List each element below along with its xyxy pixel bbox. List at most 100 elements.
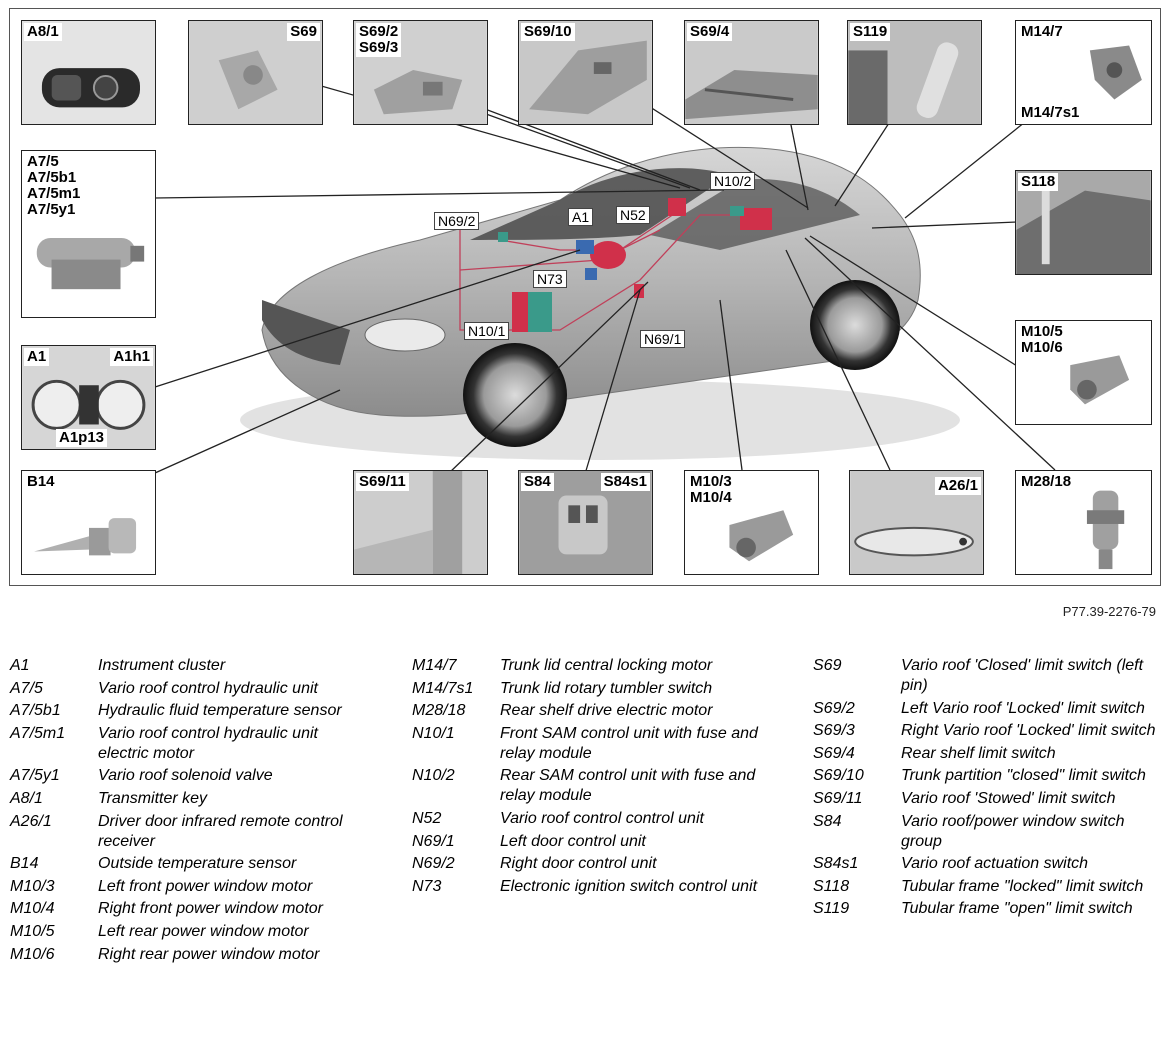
car-label-n73: N73 [533, 270, 567, 288]
callout-label: S69/10 [521, 23, 575, 41]
car-headlight [364, 318, 446, 352]
reference-code: P77.39-2276-79 [1062, 604, 1156, 619]
legend-code: S69/2 [813, 699, 855, 717]
legend-description: Trunk lid rotary tumbler switch [500, 679, 713, 697]
legend-description: Vario roof solenoid valve [98, 767, 273, 785]
callout-label: B14 [24, 473, 58, 491]
callout-label: A1 [24, 348, 50, 366]
legend-description: Hydraulic fluid temperature sensor [98, 702, 342, 720]
legend-code: N52 [412, 809, 442, 827]
callout-s69-10: S69/10 [518, 20, 653, 125]
legend-code: B14 [10, 855, 39, 873]
legend-code: M14/7 [412, 657, 457, 674]
legend-code: S119 [813, 900, 850, 918]
legend-code: S118 [813, 877, 850, 895]
callout-s69-2-s69-3: S69/2 S69/3 [353, 20, 488, 125]
module-n52 [668, 198, 686, 216]
callout-label: S69/2 S69/3 [356, 23, 402, 57]
legend-description: Vario roof 'Closed' limit switch (left p… [901, 657, 1144, 694]
legend-code: A26/1 [10, 812, 52, 830]
legend-code: M28/18 [412, 702, 466, 720]
callout-s119: S119 [847, 20, 982, 125]
legend-description: Right door control unit [500, 855, 657, 873]
legend-description: Vario roof 'Stowed' limit switch [901, 789, 1116, 807]
callout-label: A8/1 [24, 23, 62, 41]
legend-code: S84 [813, 812, 842, 830]
callout-label-secondary: A1h1 [110, 348, 153, 366]
legend-code: N73 [412, 877, 442, 895]
callout-s84: S84 S84s1 [518, 470, 653, 575]
callout-m10-3-m10-4: M10/3 M10/4 [684, 470, 819, 575]
front-wheel [463, 343, 567, 447]
callout-s69-4: S69/4 [684, 20, 819, 125]
module-a1-blue [576, 240, 594, 254]
callout-a7-5: A7/5 A7/5b1 A7/5m1 A7/5y1 [21, 150, 156, 318]
callout-label: S69 [287, 23, 320, 41]
legend-row: A7/5y1 Vario roof solenoid valve [10, 766, 365, 786]
legend-code: N10/1 [412, 724, 455, 742]
legend-row: S84s1 Vario roof actuation switch [813, 854, 1168, 874]
legend-description: Vario roof actuation switch [901, 855, 1089, 873]
hydraulic-unit-icon [36, 237, 145, 290]
callout-label-secondary: M14/7s1 [1018, 104, 1083, 122]
legend-code: M10/6 [10, 945, 55, 963]
callout-m14-7: M14/7 M14/7s1 [1015, 20, 1152, 125]
callout-m10-5-m10-6: M10/5 M10/6 [1015, 320, 1152, 425]
legend-code: A7/5 [10, 679, 43, 697]
car-label-n69-2: N69/2 [434, 212, 480, 230]
legend-description: Vario roof control hydraulic unit electr… [98, 724, 318, 762]
legend-code: M10/5 [10, 922, 55, 940]
legend-description: Electronic ignition switch control unit [500, 877, 758, 895]
callout-label: S118 [1018, 173, 1059, 191]
legend-description: Left rear power window motor [98, 922, 309, 940]
temperature-sensor-icon [34, 518, 137, 556]
car-label-n10-1: N10/1 [464, 322, 510, 340]
callout-label: S84 [521, 473, 554, 491]
rear-wheel [810, 280, 900, 370]
legend-row: S69/2 Left Vario roof 'Locked' limit swit… [813, 699, 1168, 719]
module-n69-2 [498, 232, 508, 242]
module-n73 [585, 268, 597, 280]
callout-s69-11: S69/11 [353, 470, 488, 575]
module-a1 [590, 241, 626, 269]
callout-s69: S69 [188, 20, 323, 125]
legend-code: A1 [10, 657, 30, 674]
legend-description: Trunk partition "closed" limit switch [901, 767, 1146, 785]
window-motor-icon [1070, 355, 1130, 405]
callout-label: S119 [850, 23, 891, 41]
legend-description: Right Vario roof 'Locked' limit switch [901, 722, 1156, 740]
legend-description: Front SAM control unit with fuse and rel… [500, 724, 758, 762]
legend-row: A1 Instrument cluster [10, 656, 365, 676]
legend-description: Right front power window motor [98, 900, 323, 918]
legend-row: N52 Vario roof control control unit [412, 809, 777, 829]
car-label-n69-1: N69/1 [640, 330, 686, 348]
door-handle-icon [850, 471, 983, 574]
legend-code: A7/5y1 [10, 767, 60, 785]
legend-description: Left Vario roof 'Locked' limit switch [901, 699, 1145, 717]
legend-description: Vario roof control hydraulic unit [98, 679, 318, 697]
legend-description: Vario roof control control unit [500, 809, 704, 827]
transmitter-key-icon [41, 68, 140, 108]
legend-description: Trunk lid central locking motor [500, 657, 713, 674]
car-label-n52: N52 [616, 206, 650, 224]
legend-description: Rear shelf drive electric motor [500, 702, 713, 720]
legend-code: S84s1 [813, 855, 859, 873]
legend-description: Instrument cluster [98, 657, 226, 674]
car-label-n10-2: N10/2 [710, 172, 756, 190]
